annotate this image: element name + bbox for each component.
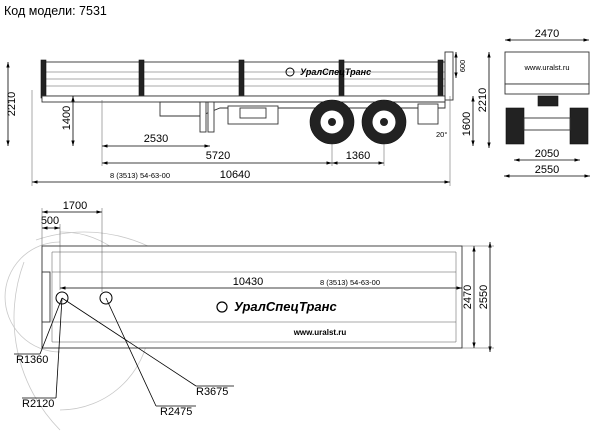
phone-side: 8 (3513) 54-63-00 [110, 171, 170, 180]
dim-side-board: 600 [458, 60, 467, 73]
dim-rear-platform-width: 2470 [535, 28, 559, 40]
rear-axle [523, 117, 571, 131]
dim-side-height-total: 2210 [6, 92, 18, 116]
dim-rear-track: 2050 [535, 148, 559, 160]
phone-top: 8 (3513) 54-63-00 [320, 278, 380, 287]
brand-logo-top: УралСпецТранс [216, 299, 337, 314]
dim-r4: R3675 [196, 386, 228, 398]
side-view: УралСпецТранс 2210 600 1400 1600 2530 57… [6, 51, 475, 186]
dim-rear-height: 2210 [477, 88, 489, 112]
brand-url-top: www.uralst.ru [293, 328, 347, 337]
dim-front-offset: 500 [41, 215, 59, 227]
dim-platform-length: 10430 [233, 276, 264, 288]
dim-rear-angle: 20° [436, 130, 447, 139]
board-post [138, 59, 145, 99]
dim-kingpin-offset: 1700 [63, 200, 87, 212]
board-post [40, 59, 47, 99]
dim-total-length: 10640 [220, 169, 251, 181]
rear-bumper [417, 103, 439, 125]
headboard [444, 51, 454, 101]
dim-rear-total-width: 2550 [535, 164, 559, 176]
dim-r2: R2120 [22, 398, 54, 410]
model-code-label: Код модели: 7531 [4, 4, 107, 18]
brand-logo: УралСпецТранс [285, 67, 371, 77]
board-post [437, 59, 444, 99]
brand-name-side: УралСпецТранс [300, 67, 371, 77]
dim-r1: R1360 [16, 354, 48, 366]
dim-axle-base: 1360 [346, 150, 370, 162]
board-post [338, 59, 345, 99]
dim-r3: R2475 [160, 406, 192, 418]
dim-front-axles: 5720 [206, 150, 230, 162]
dim-platform-height: 1600 [461, 112, 473, 136]
kingpin-plate [41, 271, 51, 323]
top-view: УралСпецТранс www.uralst.ru 1700 500 104… [4, 200, 494, 431]
dim-top-total-width: 2550 [478, 285, 490, 309]
dim-top-platform-width: 2470 [462, 285, 474, 309]
dim-coupling-height: 1400 [61, 106, 73, 130]
board-post [238, 59, 245, 99]
rear-wheel [505, 107, 525, 145]
brand-name-top: УралСпецТранс [234, 299, 337, 314]
brand-url-rear: www.uralst.ru [523, 63, 569, 72]
rear-view: www.uralst.ru 2470 2210 2050 2550 [477, 28, 590, 178]
landing-gear [199, 101, 207, 133]
dim-kingpin-axle: 2530 [144, 133, 168, 145]
rear-wheel [569, 107, 589, 145]
